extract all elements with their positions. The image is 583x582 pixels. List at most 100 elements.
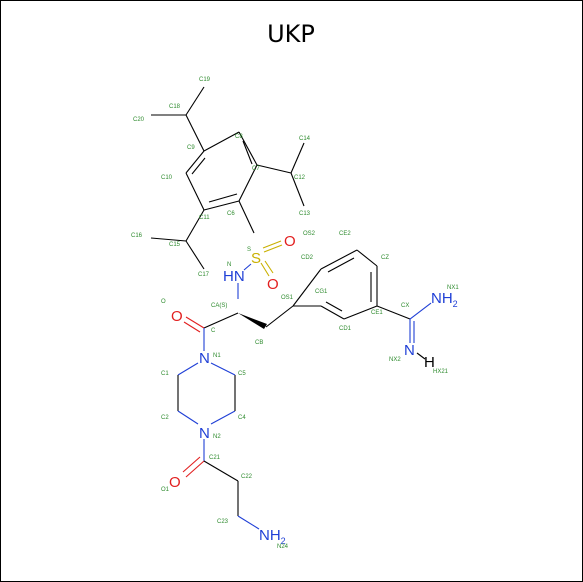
atom-label-cz: CZ bbox=[381, 255, 389, 261]
bond-cb-cg1 bbox=[265, 305, 294, 328]
atom-label-c10: C10 bbox=[161, 175, 173, 181]
bond-c21-c22 bbox=[203, 460, 239, 482]
bond-c6-c11 bbox=[203, 200, 240, 211]
atom-label-o1: O1 bbox=[161, 487, 170, 493]
bond-ring2-inner-1 bbox=[327, 257, 355, 273]
atom-label-c15: C15 bbox=[169, 242, 181, 248]
bonds bbox=[150, 86, 432, 530]
bond-c5-n1 bbox=[210, 362, 236, 376]
sulfonyl-oxygen-2: O bbox=[267, 276, 279, 293]
atom-label-c19: C19 bbox=[199, 77, 211, 83]
atom-label-c23: C23 bbox=[217, 519, 229, 525]
bond-cg1-cd2 bbox=[292, 268, 322, 307]
bond-n2-c4 bbox=[210, 410, 236, 425]
bond-cd2-ce2 bbox=[320, 249, 358, 270]
atom-label-ce2: CE2 bbox=[339, 231, 351, 237]
atom-label-c6: C6 bbox=[227, 211, 235, 217]
terminal-nh2: NH2 bbox=[259, 527, 286, 546]
atom-label-c14: C14 bbox=[299, 136, 311, 142]
atom-label-n1: N1 bbox=[213, 353, 221, 359]
amidine-imine-n: N bbox=[404, 342, 415, 359]
atom-labels: C19 C18 C20 C8 C14 C9 C7 C12 C10 C13 C6 … bbox=[131, 77, 459, 550]
carbonyl-oxygen-2: O bbox=[169, 474, 181, 491]
atom-label-c18: C18 bbox=[169, 104, 181, 110]
atom-label-n24: N24 bbox=[277, 544, 289, 550]
atom-label-c7: C7 bbox=[252, 166, 260, 172]
bond-ce2-cz bbox=[356, 249, 378, 267]
bond-n-h bbox=[416, 352, 426, 360]
atom-label-cg1: CG1 bbox=[315, 289, 328, 295]
bond-ring1-inner-1 bbox=[242, 140, 253, 165]
imine-hydrogen: H bbox=[424, 354, 435, 371]
atom-label-c13: C13 bbox=[299, 211, 311, 217]
bond-s-o-lower-a bbox=[264, 260, 274, 274]
sulfur-atom: S bbox=[251, 250, 261, 267]
atom-label-n2: N2 bbox=[213, 434, 221, 440]
bond-c11-c10 bbox=[185, 172, 205, 211]
bond-c21-o1-b bbox=[182, 456, 201, 473]
atom-label-c22: C22 bbox=[241, 474, 253, 480]
bond-cd1-cg1 bbox=[320, 305, 345, 320]
atom-label-c17: C17 bbox=[198, 272, 210, 278]
amine-nh: HN bbox=[223, 268, 245, 285]
bond-c11-c15 bbox=[185, 209, 205, 242]
bond-ca-cb-wedge bbox=[238, 313, 267, 329]
bond-c23-n24 bbox=[237, 515, 260, 530]
atom-label-c: C bbox=[211, 328, 216, 334]
atom-label-cd2: CD2 bbox=[301, 255, 314, 261]
atom-label-o: O bbox=[161, 299, 166, 305]
atom-label-c8: C8 bbox=[235, 134, 243, 140]
atom-label-c12: C12 bbox=[294, 175, 306, 181]
atom-label-ca: CA(S) bbox=[211, 303, 227, 309]
bond-s-o-upper-a bbox=[262, 240, 282, 249]
bond-s-o-lower-b bbox=[260, 262, 270, 277]
bond-s-nh bbox=[243, 263, 252, 271]
amidine-nh2: NH2 bbox=[431, 290, 458, 309]
bond-ring2-inner-3 bbox=[325, 301, 343, 312]
atom-label-c9: C9 bbox=[187, 145, 195, 151]
bond-c10-c9 bbox=[185, 150, 205, 174]
atom-label-nx2: NX2 bbox=[389, 357, 401, 363]
bond-n1-c1 bbox=[177, 362, 199, 376]
atom-label-n: N bbox=[227, 262, 231, 268]
diagram-title: UKP bbox=[267, 20, 315, 48]
bond-ce1-cd1 bbox=[343, 305, 378, 320]
bond-cx-nh2 bbox=[409, 302, 432, 320]
bond-c6-s bbox=[238, 200, 255, 234]
bond-c15-c17 bbox=[185, 240, 205, 270]
atom-label-os1: OS1 bbox=[281, 295, 294, 301]
carbonyl-oxygen: O bbox=[171, 308, 183, 325]
atom-label-c5: C5 bbox=[238, 371, 246, 377]
bond-c7-c6 bbox=[238, 164, 258, 202]
atom-label-s: S bbox=[247, 247, 251, 253]
bond-c8-c7 bbox=[238, 131, 258, 166]
bond-ce1-cx bbox=[376, 305, 411, 320]
bond-c21-o1-a bbox=[185, 460, 205, 478]
sulfonyl-oxygen-1: O bbox=[284, 233, 296, 250]
bond-c9-c8 bbox=[203, 131, 240, 152]
atom-label-nx1: NX1 bbox=[447, 285, 459, 291]
atom-label-c1: C1 bbox=[161, 371, 169, 377]
bond-c12-c13 bbox=[290, 172, 305, 207]
atom-label-cb: CB bbox=[255, 340, 263, 346]
atom-label-hx21: HX21 bbox=[433, 369, 449, 375]
atom-label-c11: C11 bbox=[199, 215, 210, 221]
bond-c2-n2 bbox=[177, 410, 199, 425]
atom-label-c2: C2 bbox=[161, 415, 169, 421]
bond-ring1-inner-3 bbox=[191, 157, 206, 175]
bond-c9-c18 bbox=[185, 114, 205, 152]
atom-label-c16: C16 bbox=[131, 233, 143, 239]
atom-label-ce1: CE1 bbox=[371, 310, 383, 316]
atom-label-c21: C21 bbox=[209, 455, 221, 461]
bond-c-o-b bbox=[183, 321, 201, 333]
bond-ca-c bbox=[203, 312, 239, 329]
heteroatoms: S O O HN O N N O NH2 N H NH2 bbox=[169, 233, 458, 546]
atom-label-cd1: CD1 bbox=[339, 326, 352, 332]
piperazine-n1: N bbox=[199, 350, 210, 367]
atom-label-cx: CX bbox=[401, 303, 409, 309]
atom-label-os2: OS2 bbox=[303, 231, 316, 237]
bond-s-o-upper-b bbox=[263, 244, 283, 253]
piperazine-n2: N bbox=[199, 425, 210, 442]
